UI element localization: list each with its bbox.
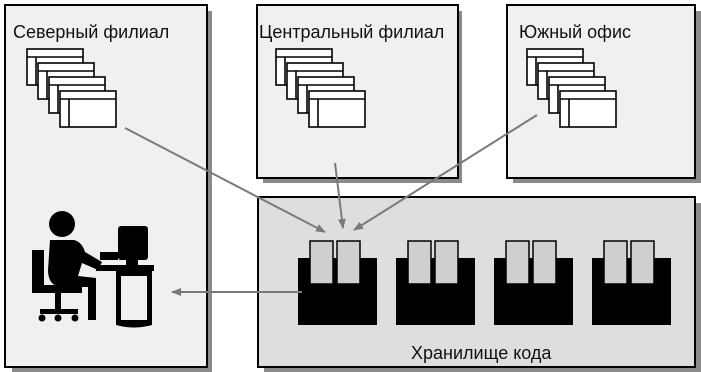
north-office-label: Северный филиал: [13, 22, 170, 42]
repository-label: Хранилище кода: [411, 343, 552, 363]
code-module-icon: [592, 240, 671, 325]
code-module-icon: [396, 240, 475, 325]
arrow-central-to-repo: [334, 162, 346, 229]
code-modules: [298, 240, 671, 325]
developer-at-computer-icon: [32, 211, 154, 328]
arrow-south-to-repo: [353, 114, 538, 231]
arrows: [124, 114, 538, 296]
code-module-icon: [298, 240, 377, 325]
central-office-label: Центральный филиал: [259, 22, 445, 42]
arrow-north-to-repo: [124, 127, 326, 233]
south-office-label: Южный офис: [519, 22, 632, 42]
code-module-icon: [494, 240, 573, 325]
